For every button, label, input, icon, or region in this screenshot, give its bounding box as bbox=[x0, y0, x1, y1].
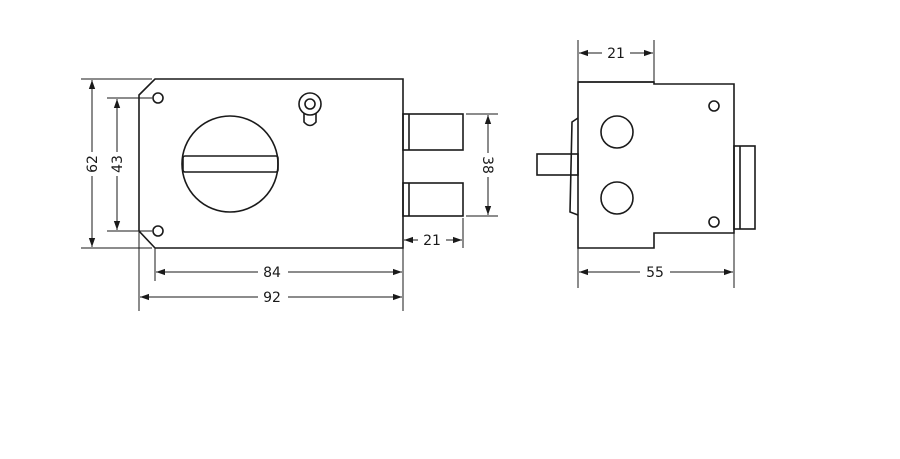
bolt-upper bbox=[402, 113, 464, 151]
dim-side-depth: 55 bbox=[577, 233, 735, 288]
side-screw-hole-bottom-icon bbox=[708, 216, 720, 228]
side-bolt-block bbox=[733, 145, 756, 230]
side-cylinder-upper bbox=[600, 115, 634, 149]
dim-side-top-offset: 21 bbox=[577, 40, 655, 82]
dim-front-height-outer: 62 bbox=[81, 78, 152, 249]
dim-21-side-label: 21 bbox=[607, 46, 625, 62]
dim-21-bolt-label: 21 bbox=[423, 233, 441, 249]
front-lock-body bbox=[138, 78, 404, 249]
thumb-turn-knob bbox=[181, 115, 279, 213]
dim-55-label: 55 bbox=[646, 265, 664, 281]
dim-43-label: 43 bbox=[110, 155, 126, 173]
screw-hole-top-icon bbox=[152, 92, 164, 104]
dim-84-label: 84 bbox=[263, 265, 281, 281]
dim-92-label: 92 bbox=[263, 290, 281, 306]
dim-38-label: 38 bbox=[479, 156, 495, 174]
bolt-lower bbox=[402, 182, 464, 217]
dim-62-label: 62 bbox=[85, 155, 101, 173]
dim-front-width-inner: 84 bbox=[154, 248, 404, 281]
screw-hole-bottom-icon bbox=[152, 225, 164, 237]
dim-front-width-outer: 92 bbox=[138, 231, 404, 311]
dim-bolt-spacing: 38 bbox=[466, 113, 498, 217]
side-front-plate bbox=[569, 117, 579, 216]
front-view: 62 43 84 92 bbox=[81, 78, 498, 311]
side-spindle bbox=[536, 153, 579, 176]
keyhole-icon bbox=[298, 92, 322, 127]
thumb-turn-slot bbox=[182, 155, 279, 173]
side-view: 21 55 bbox=[536, 40, 756, 288]
side-screw-hole-top-icon bbox=[708, 100, 720, 112]
side-cylinder-lower bbox=[600, 181, 634, 215]
dim-front-height-inner: 43 bbox=[107, 97, 152, 232]
dim-bolt-projection: 21 bbox=[404, 218, 464, 249]
